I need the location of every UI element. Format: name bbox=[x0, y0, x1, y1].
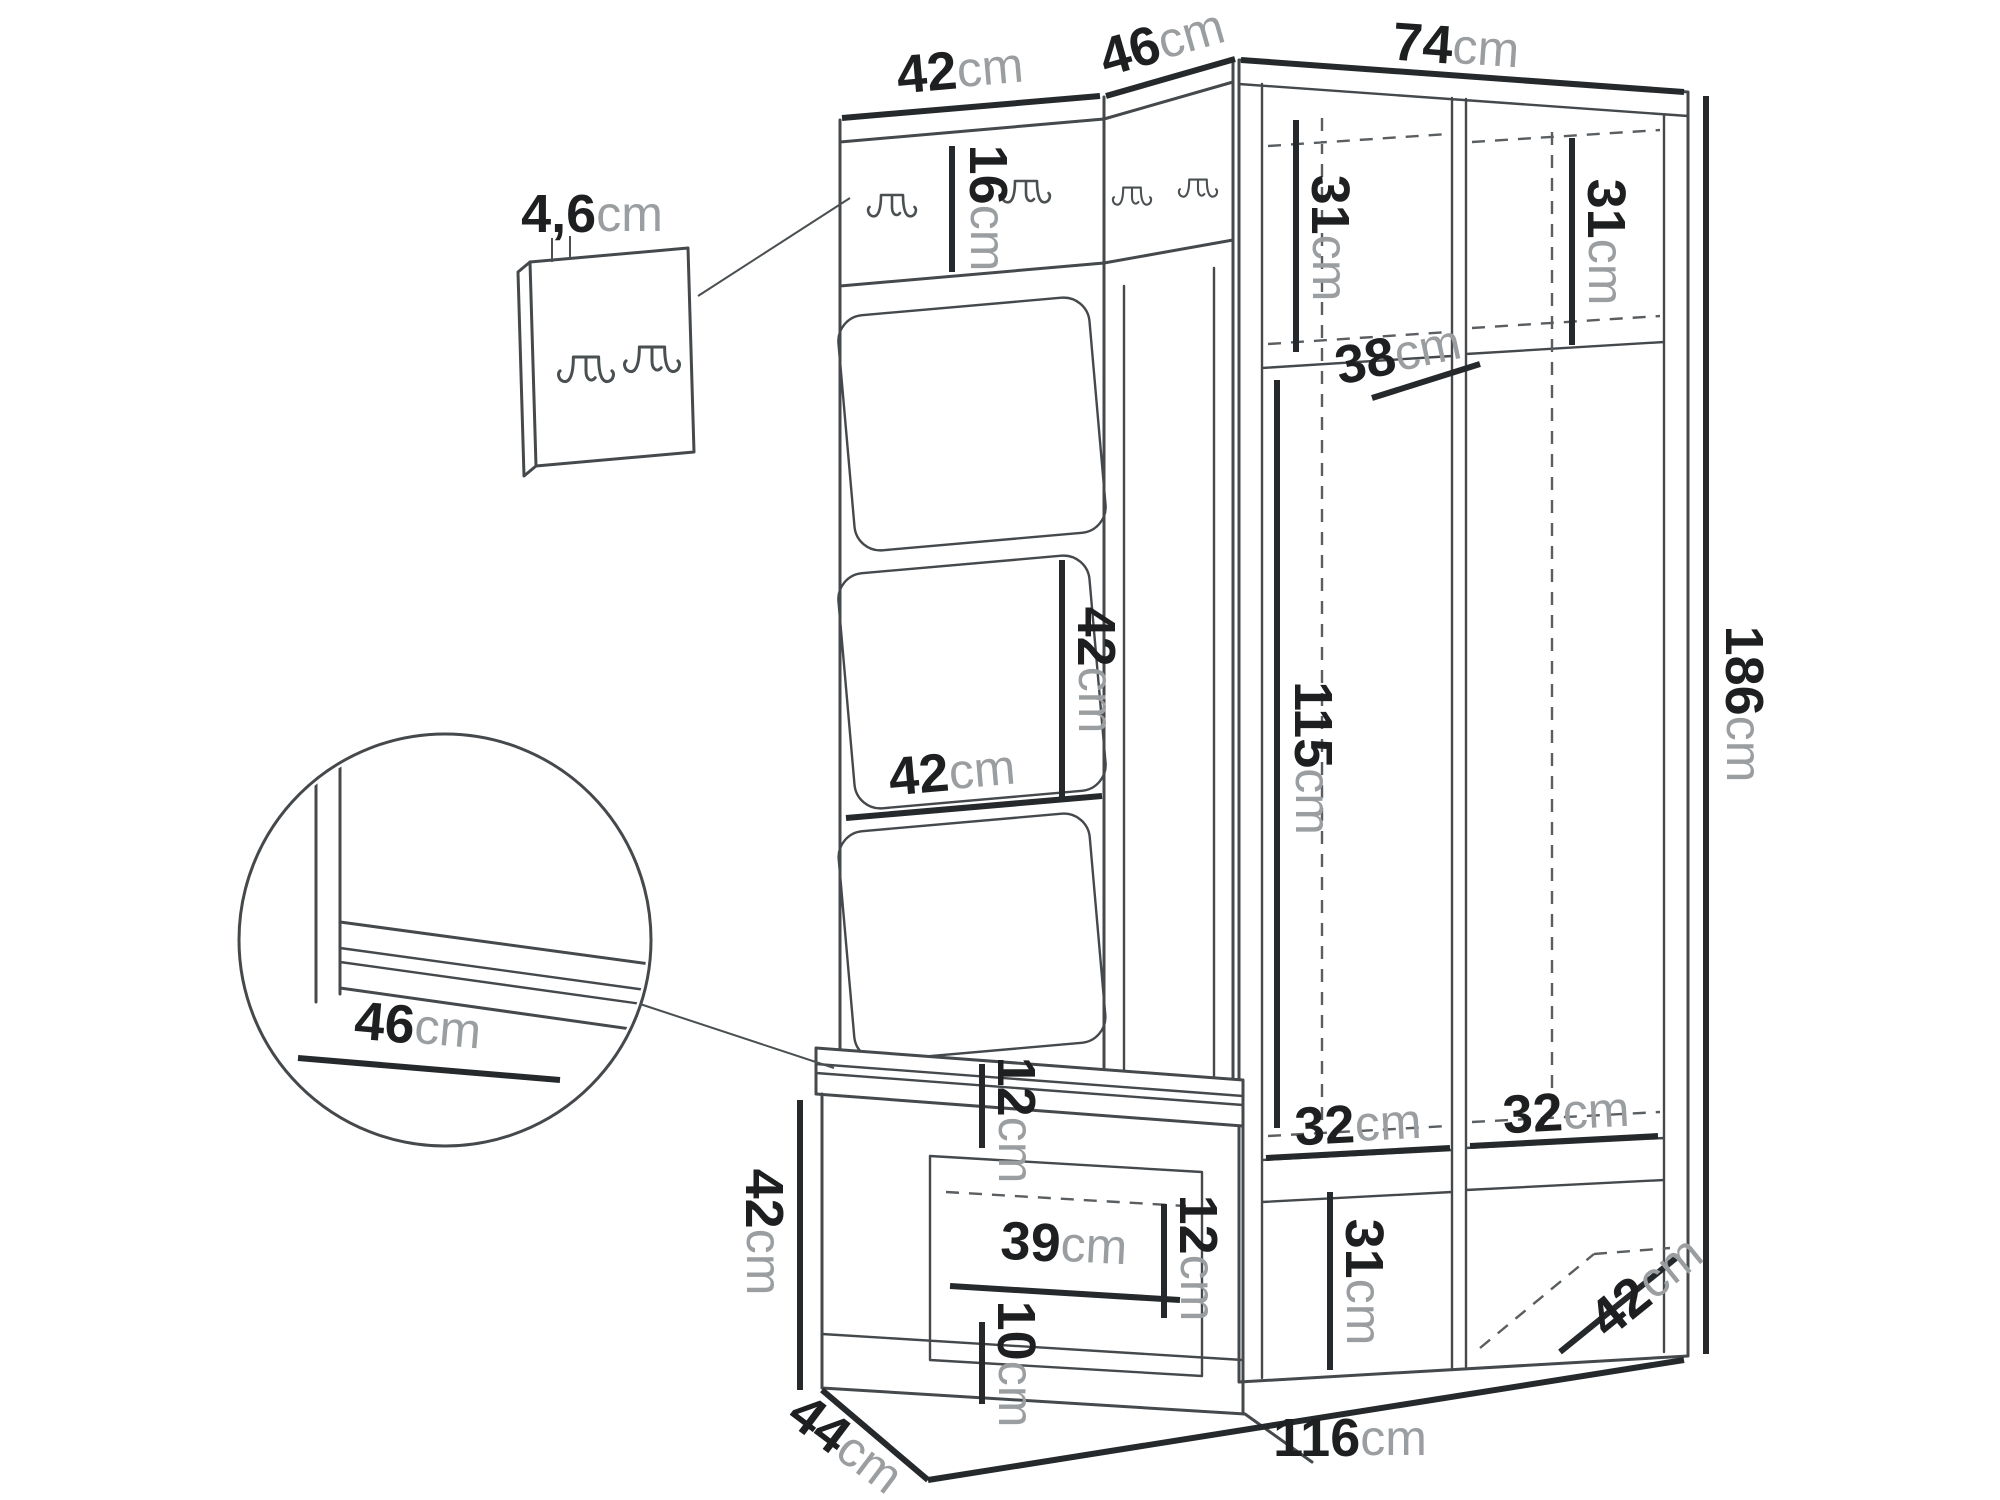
coat-hook-icon bbox=[557, 355, 615, 384]
coat-hook-icon bbox=[623, 345, 681, 374]
bench-and-cabinet bbox=[814, 1046, 1314, 1464]
panel-cushion-middle bbox=[837, 554, 1107, 810]
corner-panel bbox=[1102, 60, 1235, 1088]
panel-cushion-bottom bbox=[837, 812, 1107, 1062]
dim-base-depth: 42cm bbox=[1578, 1223, 1714, 1349]
detail-seat-piping bbox=[338, 946, 647, 1006]
dim-line-rail-length bbox=[1371, 361, 1481, 401]
dimensions: 42cm 46cm 74cm 4,6cm 16cm 31cm 31cm 38cm… bbox=[297, 0, 1774, 1500]
detail-circle-content bbox=[314, 738, 647, 1032]
dim-line-panel-top-width bbox=[841, 93, 1101, 121]
dim-unit-width: 116cm bbox=[1273, 1408, 1427, 1468]
dim-seat-thickness: 12cm bbox=[986, 1057, 1046, 1184]
dim-right-shelf-height: 31cm bbox=[1576, 179, 1636, 306]
bench-seat-piping bbox=[814, 1062, 1245, 1107]
detail-hook-panel bbox=[516, 197, 851, 478]
bench-leader-line bbox=[639, 1003, 835, 1069]
dim-shoe-shelf-height: 12cm bbox=[1168, 1195, 1228, 1322]
dim-line-unit-depth bbox=[820, 1387, 930, 1483]
coat-hook-icon bbox=[1177, 178, 1219, 198]
dim-hook-board-height: 16cm bbox=[958, 145, 1018, 272]
dim-rail-length: 38cm bbox=[1330, 311, 1466, 396]
dim-line-right-base-width bbox=[1469, 1133, 1659, 1149]
detail-bench-circle bbox=[237, 732, 835, 1148]
dim-line-panel-square-width bbox=[845, 793, 1103, 821]
hook-panel-outline bbox=[516, 246, 696, 478]
corner-panel-seams bbox=[1122, 266, 1216, 1086]
dim-drawer-height: 31cm bbox=[1334, 1219, 1394, 1346]
panel-cushion-top bbox=[837, 296, 1107, 552]
dim-cabinet-height: 42cm bbox=[734, 1169, 794, 1296]
dim-total-height: 186cm bbox=[1714, 626, 1774, 783]
dim-wardrobe-top-width: 74cm bbox=[1391, 12, 1522, 81]
cabinet-outline bbox=[820, 1092, 1314, 1464]
dim-panel-square-height: 42cm bbox=[1066, 607, 1126, 734]
wardrobe-hidden-lines bbox=[1267, 118, 1671, 1349]
hook-panel-thickness-ticks bbox=[551, 236, 571, 262]
left-panel bbox=[837, 95, 1107, 1077]
dim-line-left-base-width bbox=[1265, 1145, 1451, 1161]
dim-left-shelf-height: 31cm bbox=[1300, 175, 1360, 302]
cabinet-niche bbox=[820, 1154, 1245, 1378]
dim-panel-square-width: 42cm bbox=[886, 737, 1017, 808]
dim-panel-top-width: 42cm bbox=[894, 35, 1025, 106]
coat-hook-icon bbox=[866, 193, 918, 218]
dim-line-base-depth bbox=[1558, 1255, 1678, 1355]
detail-circle bbox=[237, 732, 653, 1148]
dim-unit-depth: 44cm bbox=[777, 1382, 914, 1500]
cabinet-hidden-lines bbox=[945, 1190, 1187, 1208]
dim-left-base-width: 32cm bbox=[1293, 1091, 1423, 1158]
detail-seat-edges bbox=[338, 920, 647, 1032]
dim-line-unit-width bbox=[927, 1357, 1685, 1483]
detail-panel-edges bbox=[314, 738, 342, 1004]
corner-panel-outline bbox=[1102, 60, 1235, 1088]
dim-line-seat-depth bbox=[297, 1055, 561, 1083]
dim-hook-panel-thickness: 4,6cm bbox=[521, 184, 663, 244]
coat-hook-icon bbox=[1111, 186, 1153, 206]
hook-panel-leader-line bbox=[697, 197, 851, 297]
dim-plinth-height: 10cm bbox=[986, 1301, 1046, 1428]
dim-line-shoe-shelf-width bbox=[949, 1283, 1181, 1303]
dim-right-base-width: 32cm bbox=[1501, 1079, 1631, 1146]
dim-corner-top-width: 46cm bbox=[1093, 0, 1231, 88]
dim-seat-depth: 46cm bbox=[352, 991, 483, 1062]
dim-shoe-shelf-width: 39cm bbox=[999, 1211, 1129, 1278]
dim-line-corner-top-width bbox=[1105, 56, 1236, 99]
dim-interior-height: 115cm bbox=[1283, 681, 1343, 835]
dim-line-wardrobe-top-width bbox=[1240, 57, 1685, 95]
